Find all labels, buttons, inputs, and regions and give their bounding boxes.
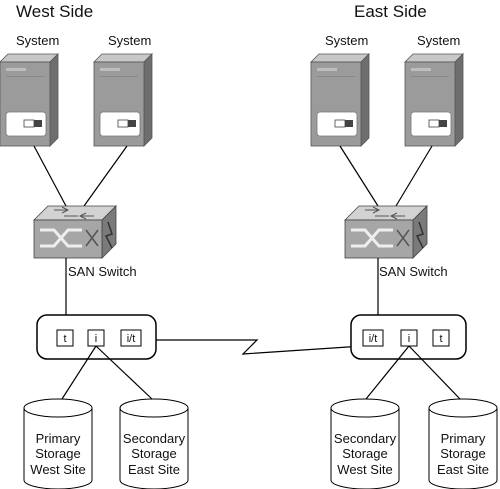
east-port-t-label: t <box>439 333 442 345</box>
west-san-switch <box>32 204 118 260</box>
east-disk-left-line1: Secondary <box>334 431 397 446</box>
east-port-i-label: i <box>408 333 410 345</box>
east-link-server-right-switch <box>395 145 433 207</box>
east-disk-right-line3: East Site <box>437 462 489 477</box>
east-link-port-disk-right <box>408 345 461 400</box>
east-port-t <box>432 329 450 347</box>
east-system-right-label: System <box>417 33 460 48</box>
west-link-port-disk-left <box>61 345 97 400</box>
west-disk-right-line3: East Site <box>128 462 180 477</box>
east-server-right <box>404 53 464 147</box>
west-switch-label: SAN Switch <box>68 264 137 279</box>
west-title: West Side <box>16 2 93 21</box>
west-disk-left-line3: West Site <box>30 462 85 477</box>
west-link-port-disk-right <box>95 345 153 400</box>
east-disk-left-line3: West Site <box>337 462 392 477</box>
west-disk-right-line2: Storage <box>131 446 177 461</box>
east-disk-right-line2: Storage <box>440 446 486 461</box>
west-disk-right-line1: Secondary <box>123 431 186 446</box>
west-disk-left-line1: Primary <box>36 431 81 446</box>
west-port-t-label: t <box>63 333 66 345</box>
west-disk-left-line2: Storage <box>35 446 81 461</box>
west-port-it <box>120 329 142 347</box>
west-link-server-right-switch <box>83 145 128 207</box>
east-disk-right-line1: Primary <box>441 431 486 446</box>
west-port-t <box>56 329 74 347</box>
east-title: East Side <box>354 2 427 21</box>
east-system-left-label: System <box>325 33 368 48</box>
west-port-i-label: i <box>95 333 97 345</box>
west-server-left <box>0 53 59 147</box>
east-server-left <box>310 53 370 147</box>
west-port-it-label: i/t <box>127 333 136 345</box>
west-system-left-label: System <box>16 33 59 48</box>
east-link-server-left-switch <box>339 145 379 207</box>
west-link-server-left-switch <box>33 145 67 207</box>
east-disk-left-line2: Storage <box>342 446 388 461</box>
west-system-right-label: System <box>108 33 151 48</box>
east-san-switch <box>343 204 429 260</box>
west-server-right <box>93 53 153 147</box>
wan-link <box>156 339 364 355</box>
east-port-it <box>362 329 384 347</box>
east-link-port-disk-left <box>365 345 410 400</box>
east-switch-label: SAN Switch <box>379 264 448 279</box>
east-port-it-label: i/t <box>369 333 378 345</box>
